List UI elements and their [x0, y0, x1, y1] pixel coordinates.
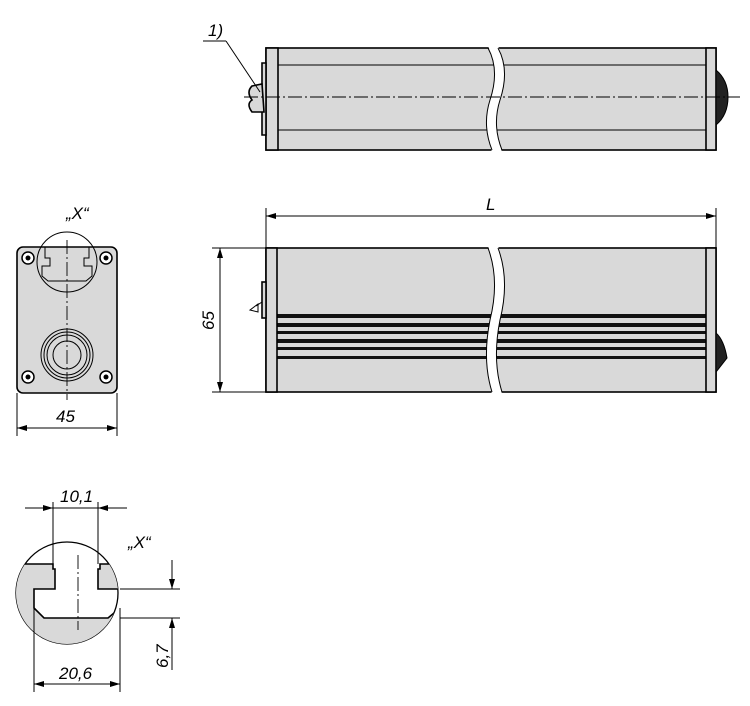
slot-base-label: 20,6: [58, 664, 93, 683]
left-end-cap: [265, 47, 279, 151]
break-gap: [486, 46, 505, 152]
right-end-cap-front: [705, 247, 717, 393]
right-knob: [715, 68, 729, 127]
break-line: [486, 47, 505, 151]
note-ref-label: 1): [208, 21, 223, 40]
top-view: 1): [203, 21, 740, 152]
front-view: L 65: [199, 195, 728, 394]
length-label: L: [486, 195, 495, 214]
detail-x-label: „X“: [127, 533, 152, 552]
end-view: „X“ 45: [16, 204, 118, 436]
left-end-cap-front: [265, 247, 278, 393]
clamp-knob: [248, 83, 265, 113]
note-leader: [225, 40, 261, 93]
slot-depth-label: 6,7: [153, 644, 172, 668]
detail-x-view: 10,1 „X“ 20,6 6,7: [15, 487, 180, 692]
right-end-cap: [705, 47, 717, 151]
height-label: 65: [199, 311, 218, 330]
screws: [21, 251, 113, 384]
slot-width-label: 10,1: [60, 487, 93, 506]
detail-x-marker: „X“: [65, 204, 90, 223]
width-label: 45: [56, 407, 75, 426]
